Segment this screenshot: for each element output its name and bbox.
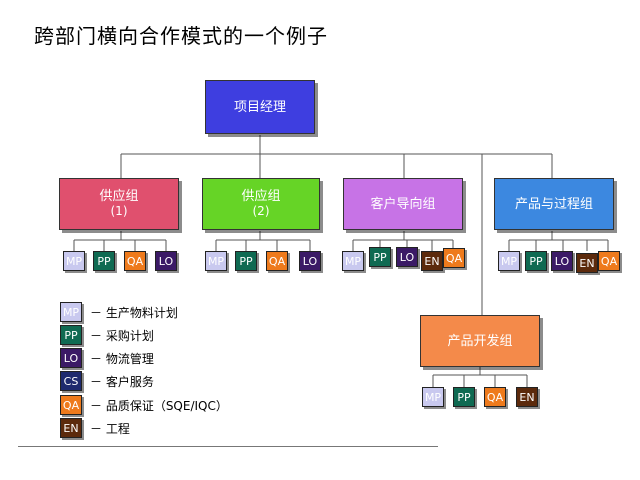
chip-en: EN xyxy=(421,251,443,271)
supply-group-1-box: 供应组 (1) xyxy=(59,178,179,230)
chip-lo: LO xyxy=(155,251,177,271)
legend-item: PP － 采购计划 xyxy=(60,325,154,345)
footer-divider xyxy=(18,446,438,447)
box-label: 产品与过程组 xyxy=(514,196,593,212)
legend-chip: PP xyxy=(60,325,82,345)
product-process-group-box: 产品与过程组 xyxy=(494,178,614,230)
page-title: 跨部门横向合作模式的一个例子 xyxy=(34,24,328,48)
legend-label: － 物流管理 xyxy=(90,351,154,366)
legend-chip: EN xyxy=(60,418,82,438)
chip-mp: MP xyxy=(422,387,444,407)
chip-qa: QA xyxy=(266,251,288,271)
chip-qa: QA xyxy=(598,251,620,271)
chip-pp: PP xyxy=(235,251,257,271)
legend-label: － 工程 xyxy=(90,421,130,436)
legend-item: CS － 客户服务 xyxy=(60,371,154,391)
supply-group-2-box: 供应组 (2) xyxy=(202,178,320,230)
chip-qa: QA xyxy=(484,387,506,407)
box-label: 供应组 xyxy=(241,189,281,204)
chip-en: EN xyxy=(516,387,538,407)
box-label: 产品开发组 xyxy=(447,333,513,349)
box-label: 项目经理 xyxy=(233,99,286,115)
legend-chip: LO xyxy=(60,348,82,368)
legend-item: MP － 生产物料计划 xyxy=(60,302,178,322)
box-label: 供应组 xyxy=(99,189,139,204)
chip-lo: LO xyxy=(396,247,418,267)
box-sublabel: (2) xyxy=(252,204,270,218)
chip-lo: LO xyxy=(299,251,321,271)
legend-label: － 品质保证（SQE/IQC） xyxy=(90,398,228,413)
chip-en: EN xyxy=(576,253,598,273)
legend-chip: CS xyxy=(60,371,82,391)
chip-pp: PP xyxy=(369,247,391,267)
box-sublabel: (1) xyxy=(110,204,128,218)
customer-group-box: 客户导向组 xyxy=(343,178,463,230)
legend-item: QA － 品质保证（SQE/IQC） xyxy=(60,395,228,415)
legend-label: － 客户服务 xyxy=(90,374,154,389)
chip-pp: PP xyxy=(525,251,547,271)
chip-pp: PP xyxy=(93,251,115,271)
chip-mp: MP xyxy=(63,251,85,271)
legend-label: － 生产物料计划 xyxy=(90,305,178,320)
box-label: 客户导向组 xyxy=(370,196,436,212)
legend-label: － 采购计划 xyxy=(90,328,154,343)
chip-mp: MP xyxy=(342,251,364,271)
legend-item: EN － 工程 xyxy=(60,418,130,438)
chip-mp: MP xyxy=(498,251,520,271)
legend-item: LO － 物流管理 xyxy=(60,348,154,368)
chip-lo: LO xyxy=(551,251,573,271)
chip-qa: QA xyxy=(124,251,146,271)
product-dev-group-box: 产品开发组 xyxy=(420,315,540,367)
chip-pp: PP xyxy=(453,387,475,407)
chip-qa: QA xyxy=(443,248,465,268)
chip-mp: MP xyxy=(205,251,227,271)
legend-chip: MP xyxy=(60,302,82,322)
legend-chip: QA xyxy=(60,395,82,415)
project-manager-box: 项目经理 xyxy=(205,80,315,134)
